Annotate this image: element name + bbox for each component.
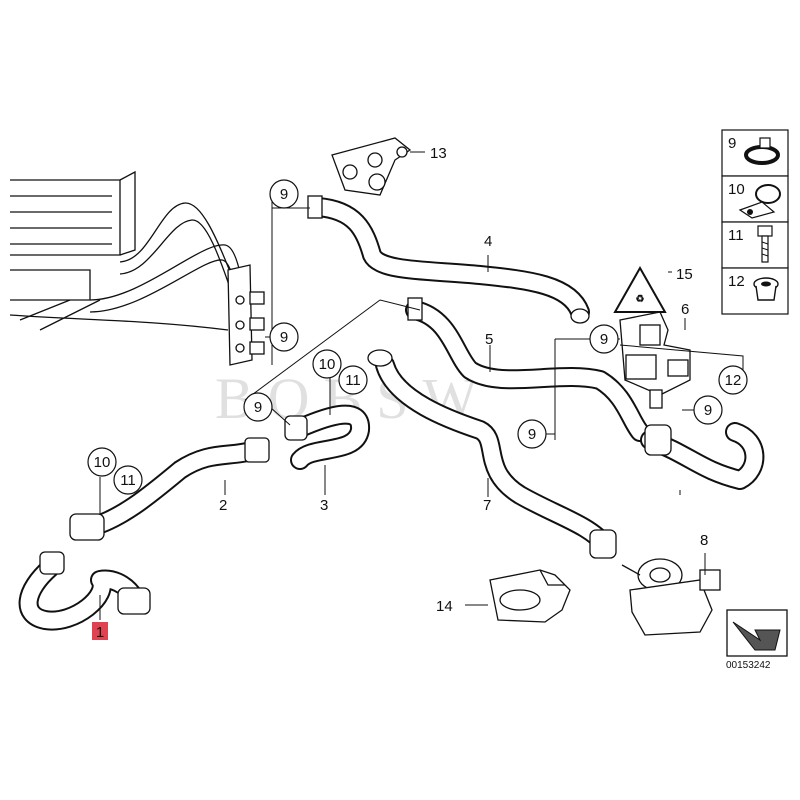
callout-12-circle	[718, 365, 748, 395]
callout-9-circle	[243, 392, 273, 422]
part-number-8: 8	[700, 532, 708, 549]
legend-label-11: 11	[728, 227, 744, 244]
hose-1	[18, 551, 151, 631]
svg-text:♻: ♻	[636, 294, 645, 305]
callout-9: 9	[704, 402, 712, 419]
legend-label-10: 10	[728, 181, 745, 198]
pump-bracket-14	[489, 569, 571, 623]
callout-9-circle	[269, 179, 299, 209]
heater-core	[10, 170, 136, 331]
callout-11-circle	[113, 465, 143, 495]
hose-bracket-13	[331, 137, 412, 196]
legend-label-12: 12	[728, 273, 745, 290]
part-number-4: 4	[484, 233, 492, 250]
part-numbers: 13 4 5 6 15 2 3 7 8 14 1	[92, 145, 708, 641]
callout-9: 9	[254, 399, 262, 416]
callout-11-circle	[338, 365, 368, 395]
callout-10: 10	[94, 454, 111, 471]
legend-box-11	[721, 221, 789, 269]
hose-3	[284, 404, 370, 470]
callouts: 9 9 9 10 11 10 11 9 9 9 12	[87, 179, 748, 495]
recycling-warning-icon: ♻	[613, 265, 667, 313]
part-number-14: 14	[436, 598, 453, 615]
callout-10-circle	[312, 349, 342, 379]
callout-10: 10	[319, 356, 336, 373]
hose-2	[69, 437, 270, 541]
diagram-reference-number: 00153242	[726, 660, 771, 671]
part-number-6: 6	[681, 301, 689, 318]
highlight-box	[92, 622, 108, 640]
callout-9-circle	[517, 419, 547, 449]
grommet-icon	[753, 277, 779, 301]
screw-icon	[757, 225, 773, 263]
hose-clamp-icon	[744, 137, 780, 165]
bracket-clip-icon	[738, 184, 781, 219]
part-number-1: 1	[96, 624, 104, 641]
part-number-7: 7	[483, 497, 491, 514]
callout-12: 12	[725, 372, 742, 389]
callout-11: 11	[120, 472, 136, 489]
solenoid-valve-6	[619, 311, 691, 409]
part-number-2: 2	[219, 497, 227, 514]
callout-9-circle	[693, 395, 723, 425]
callout-9-circle	[589, 324, 619, 354]
legend-box-12	[721, 267, 789, 315]
heater-flange	[227, 264, 265, 366]
water-pump-8	[621, 558, 721, 636]
legend-label-9: 9	[728, 135, 736, 152]
callout-9: 9	[280, 329, 288, 346]
part-number-5: 5	[485, 331, 493, 348]
callout-9: 9	[280, 186, 288, 203]
hose-7	[367, 349, 617, 559]
legend: 9 10 11 12	[721, 129, 789, 315]
hose-4	[307, 195, 590, 324]
part-number-13: 13	[430, 145, 447, 162]
part-number-3: 3	[320, 497, 328, 514]
heater-pipes	[9, 202, 249, 349]
callout-9: 9	[600, 331, 608, 348]
callout-10-circle	[87, 447, 117, 477]
callout-11: 11	[345, 372, 361, 389]
part-number-15: 15	[676, 266, 693, 283]
callout-9-circle	[269, 322, 299, 352]
callout-9: 9	[528, 426, 536, 443]
hose-right-loop	[640, 422, 765, 490]
forward-direction-icon	[726, 609, 788, 657]
